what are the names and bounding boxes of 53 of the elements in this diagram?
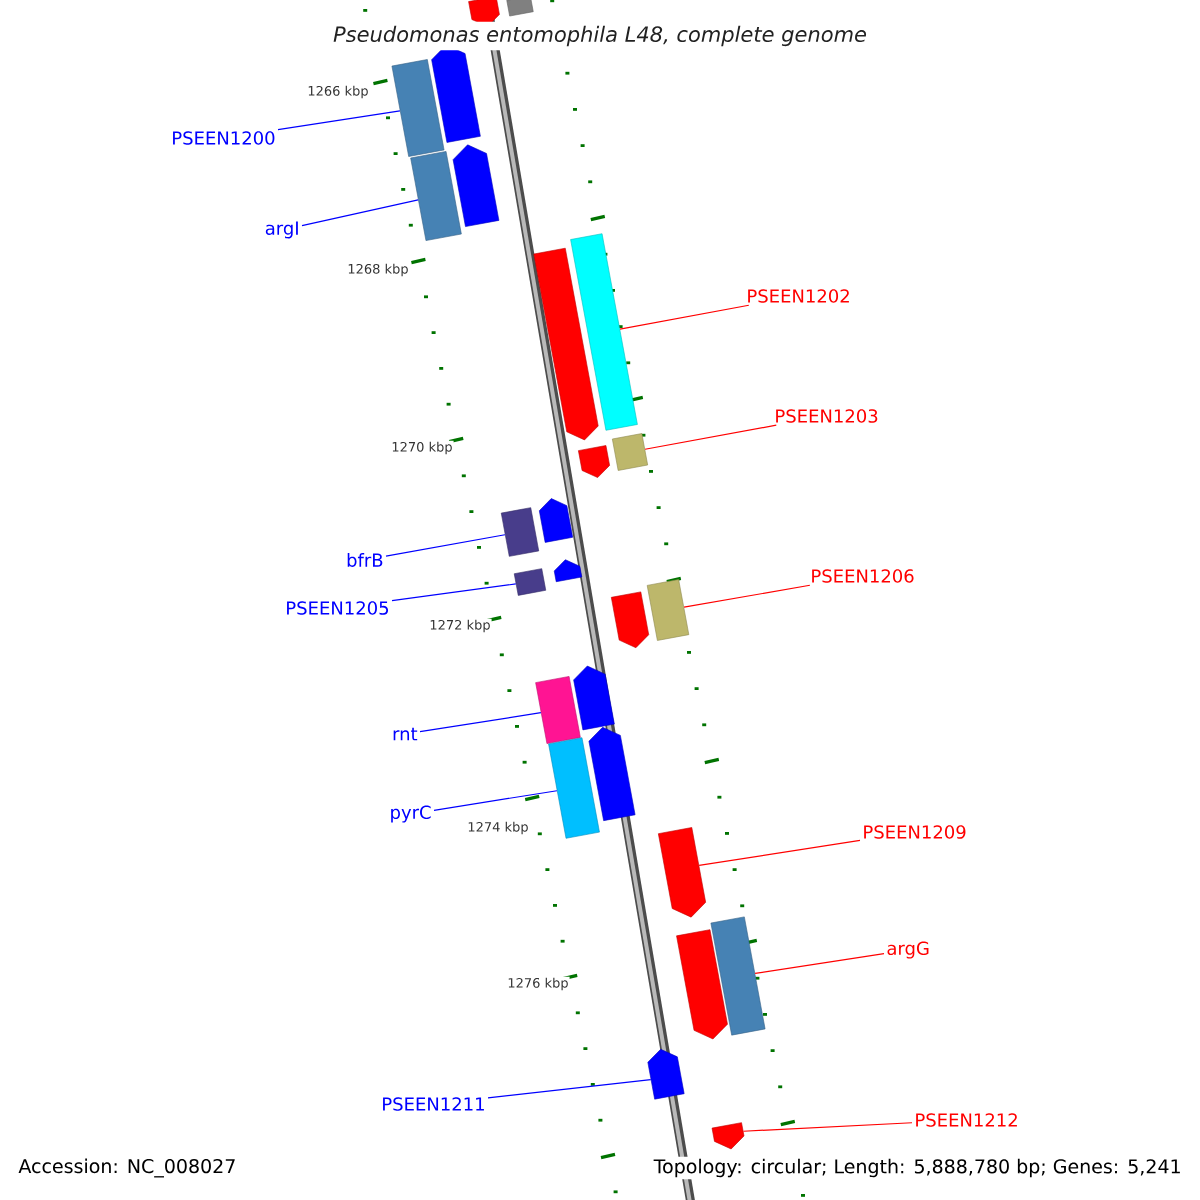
gene-label: pyrC — [391, 805, 431, 823]
gene-block — [513, 568, 547, 596]
footer-text: Accession: NC_008027 — [16, 1156, 239, 1180]
leader-line — [487, 1079, 652, 1099]
gene-block — [612, 433, 648, 471]
leader-line — [619, 304, 750, 330]
gene-block — [548, 737, 600, 839]
gene-block — [570, 233, 638, 431]
leader-line — [754, 953, 885, 974]
leader-line — [433, 790, 558, 811]
gene-block — [431, 44, 481, 143]
gene-label: PSEEN1206 — [812, 569, 914, 583]
gene-label: PSEEN1205 — [287, 601, 389, 615]
leader-line — [391, 583, 517, 602]
gene-label: PSEEN1211 — [383, 1097, 484, 1111]
gene-block — [710, 916, 766, 1036]
gene-label: argI — [265, 221, 298, 239]
gene-block — [573, 665, 615, 731]
leader-line — [419, 712, 542, 733]
gene-label: PSEEN1203 — [776, 409, 878, 423]
leader-line — [683, 584, 811, 608]
gene-block — [588, 727, 636, 821]
title: Pseudomonas entomophila L48, complete genome — [329, 21, 871, 51]
gene-block — [535, 676, 581, 744]
gene-block — [410, 151, 462, 241]
gene-block — [611, 591, 649, 648]
gene-block — [500, 507, 540, 557]
leader-line — [698, 839, 861, 866]
gene-label: rnt — [393, 727, 418, 741]
gene-label: PSEEN1209 — [864, 825, 966, 839]
leader-line — [277, 110, 401, 131]
gene-block — [391, 59, 445, 157]
gene-block — [506, 0, 534, 17]
leader-line — [644, 424, 777, 450]
gene-block — [578, 445, 610, 478]
leader-line — [742, 1122, 913, 1132]
gene-block — [676, 929, 728, 1040]
gene-label: argG — [887, 941, 929, 959]
gene-block — [452, 144, 500, 227]
gene-block — [646, 579, 690, 641]
gene-label: PSEEN1212 — [916, 1113, 1017, 1127]
gene-block — [533, 247, 599, 441]
gene-block — [468, 0, 500, 27]
gene-block — [553, 559, 583, 583]
gene-block — [647, 1048, 685, 1100]
gene-block — [539, 498, 573, 543]
footer-text: Topology: circular; Length: 5,888,780 bp; Genes: 5,241 — [651, 1156, 1184, 1180]
gene-label: PSEEN1202 — [748, 289, 849, 303]
gene-block — [658, 827, 706, 918]
gene-label: PSEEN1200 — [173, 131, 275, 145]
gene-label: bfrB — [347, 553, 383, 567]
leader-line — [385, 534, 506, 557]
gene-block — [711, 1122, 745, 1150]
